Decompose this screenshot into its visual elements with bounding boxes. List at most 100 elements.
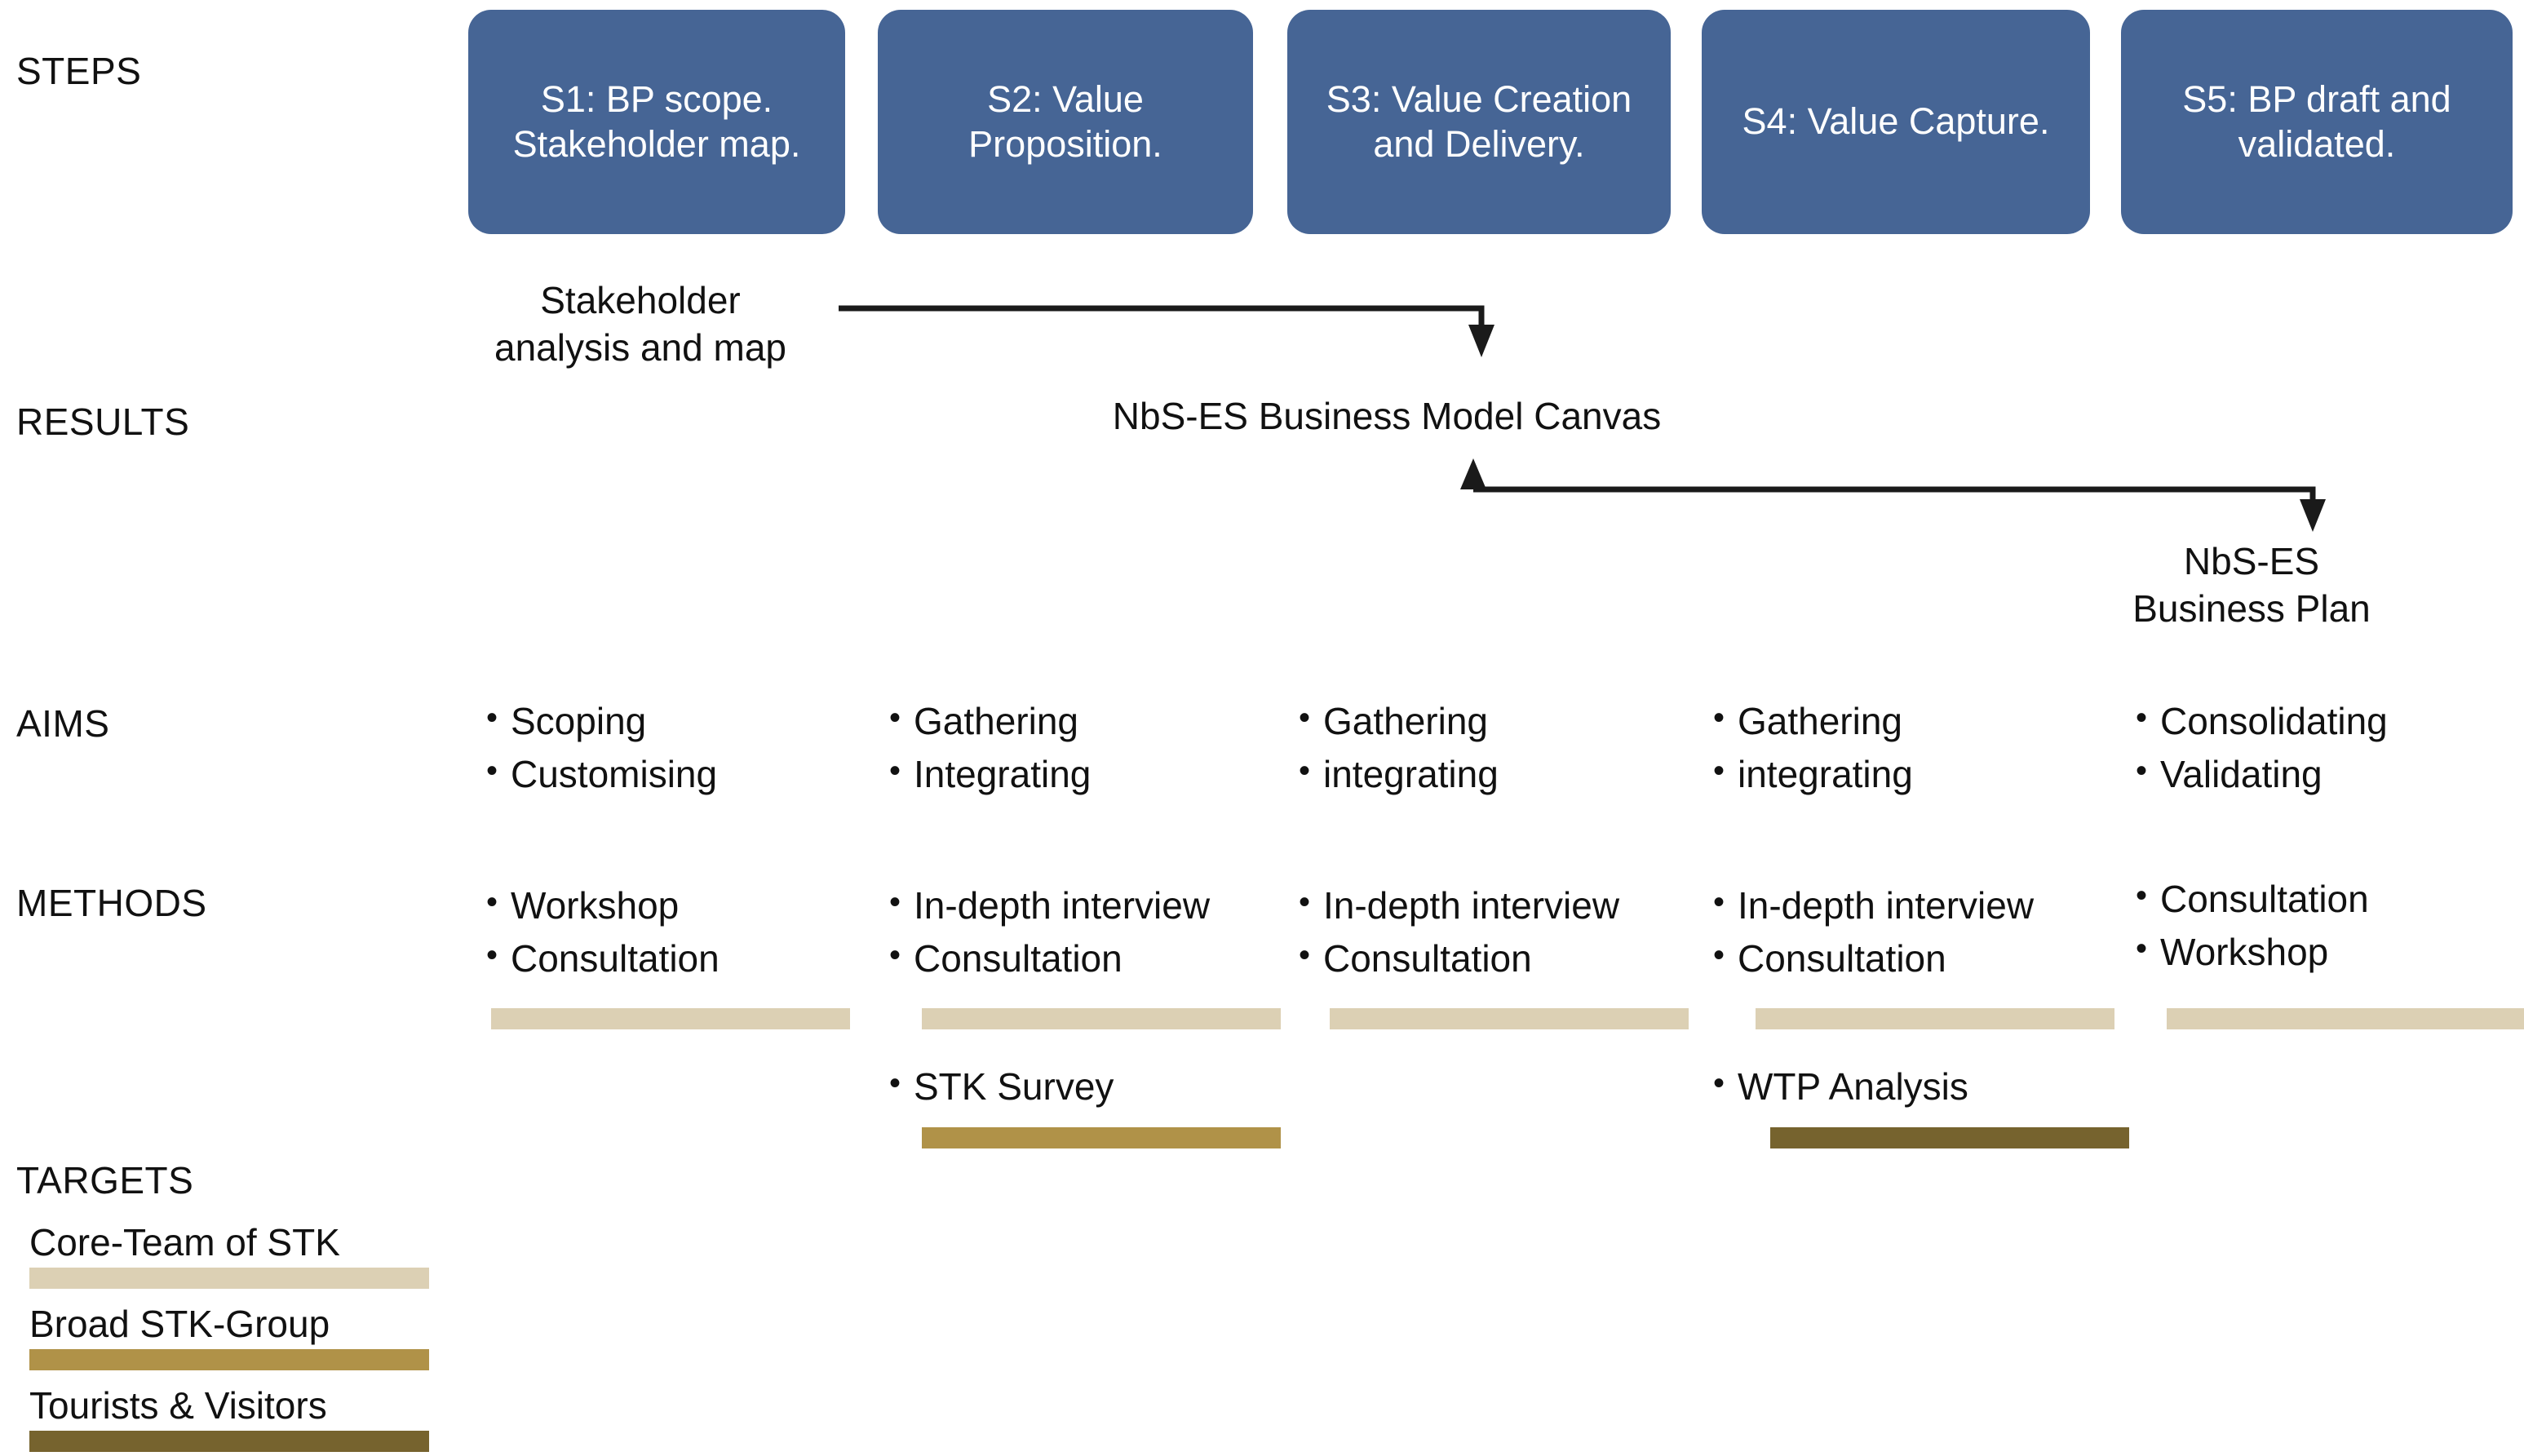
legend-item-core-team-label: Core-Team of STK (29, 1221, 340, 1263)
bullet-icon: • (1299, 884, 1311, 920)
legend-swatch-core-team (29, 1268, 429, 1289)
result-stakeholder-map: Stakeholder analysis and map (494, 279, 786, 369)
aims-item: • Consolidating (2136, 695, 2388, 748)
bullet-icon: • (486, 753, 498, 790)
step-box-s5[interactable]: S5: BP draft and validated. (2121, 10, 2513, 234)
methods-extra-item-label: STK Survey (914, 1065, 1114, 1108)
methods-item: • Consultation (1299, 932, 1619, 985)
methods-item: • In-depth interview (1713, 879, 2034, 932)
methods-extra-column-4: • WTP Analysis (1713, 1060, 1968, 1113)
bullet-icon: • (486, 937, 498, 974)
aims-column-1: • Scoping • Customising (486, 695, 717, 802)
result-business-model-canvas: NbS-ES Business Model Canvas (1112, 395, 1662, 437)
bullet-icon: • (1299, 753, 1311, 790)
legend-item-tourists: Tourists & Visitors (29, 1387, 429, 1452)
bullet-icon: • (2136, 753, 2148, 790)
row-label-targets: TARGETS (16, 1159, 194, 1202)
legend-item-tourists-label: Tourists & Visitors (29, 1384, 327, 1427)
methods-item: • In-depth interview (1299, 879, 1619, 932)
row-label-results: RESULTS (16, 401, 190, 443)
bullet-icon: • (889, 1065, 901, 1101)
step-box-s2-label: S2: Value Proposition. (968, 77, 1162, 165)
methods-item-label: In-depth interview (914, 884, 1211, 927)
aims-item-label: Gathering (914, 700, 1079, 742)
aims-item-label: Gathering (1738, 700, 1903, 742)
aims-item-label: integrating (1323, 753, 1499, 796)
methods-column-5: • Consultation • Workshop (2136, 873, 2369, 980)
bullet-icon: • (2136, 878, 2148, 914)
aims-item: • Validating (2136, 748, 2388, 801)
aims-item: • Gathering (889, 695, 1091, 748)
step-box-s3[interactable]: S3: Value Creation and Delivery. (1287, 10, 1671, 234)
methods-bar-tourists-wtp-analysis (1770, 1127, 2129, 1148)
methods-item-label: Consultation (914, 937, 1123, 980)
aims-column-4: • Gathering • integrating (1713, 695, 1913, 802)
bullet-icon: • (889, 700, 901, 736)
bullet-icon: • (1299, 937, 1311, 974)
bullet-icon: • (486, 884, 498, 920)
aims-item-label: integrating (1738, 753, 1913, 796)
bullet-icon: • (889, 937, 901, 974)
methods-column-2: • In-depth interview • Consultation (889, 879, 1210, 986)
methods-item-label: Consultation (511, 937, 720, 980)
legend-item-core-team: Core-Team of STK (29, 1224, 429, 1289)
aims-item: • integrating (1713, 748, 1913, 801)
bullet-icon: • (1713, 700, 1725, 736)
methods-item-label: In-depth interview (1738, 884, 2035, 927)
bullet-icon: • (1713, 884, 1725, 920)
arrow-stakeholder-to-canvas (839, 305, 1494, 357)
bullet-icon: • (2136, 700, 2148, 736)
methods-item: • In-depth interview (889, 879, 1210, 932)
bullet-icon: • (1713, 1065, 1725, 1101)
methods-item-label: Consultation (1738, 937, 1946, 980)
legend-swatch-tourists (29, 1431, 429, 1452)
bullet-icon: • (1713, 937, 1725, 974)
methods-column-1: • Workshop • Consultation (486, 879, 720, 986)
aims-item: • Gathering (1713, 695, 1913, 748)
bullet-icon: • (889, 753, 901, 790)
step-box-s4-label: S4: Value Capture. (1742, 100, 2050, 143)
legend-item-broad-group: Broad STK-Group (29, 1305, 429, 1370)
methods-bar-core-team-3 (1330, 1008, 1689, 1029)
step-box-s2[interactable]: S2: Value Proposition. (878, 10, 1253, 234)
step-box-s5-label: S5: BP draft and validated. (2182, 77, 2451, 165)
aims-item-label: Gathering (1323, 700, 1489, 742)
methods-bar-broad-group-stk-survey (922, 1127, 1281, 1148)
methods-item: • Consultation (486, 932, 720, 985)
step-box-s1[interactable]: S1: BP scope. Stakeholder map. (468, 10, 845, 234)
legend-item-broad-group-label: Broad STK-Group (29, 1303, 330, 1345)
aims-item: • Integrating (889, 748, 1091, 801)
aims-item-label: Validating (2160, 753, 2323, 796)
aims-item: • Gathering (1299, 695, 1499, 748)
methods-extra-item-label: WTP Analysis (1738, 1065, 1968, 1108)
methods-item-label: Consultation (2160, 878, 2369, 920)
methods-item: • Workshop (2136, 926, 2369, 979)
methods-item: • Consultation (2136, 873, 2369, 926)
aims-item-label: Scoping (511, 700, 647, 742)
row-label-steps: STEPS (16, 50, 142, 92)
methods-item: • Consultation (1713, 932, 2034, 985)
methods-item-label: Consultation (1323, 937, 1532, 980)
step-box-s3-label: S3: Value Creation and Delivery. (1326, 77, 1632, 165)
methods-bar-core-team-2 (922, 1008, 1281, 1029)
aims-item-label: Customising (511, 753, 718, 796)
bullet-icon: • (1299, 700, 1311, 736)
bullet-icon: • (1713, 753, 1725, 790)
aims-column-3: • Gathering • integrating (1299, 695, 1499, 802)
methods-column-3: • In-depth interview • Consultation (1299, 879, 1619, 986)
arrow-canvas-to-business-plan (1460, 458, 2326, 532)
row-label-methods: METHODS (16, 882, 207, 924)
methods-item: • Consultation (889, 932, 1210, 985)
methods-extra-item: • STK Survey (889, 1060, 1114, 1113)
step-box-s4[interactable]: S4: Value Capture. (1702, 10, 2090, 234)
aims-column-2: • Gathering • Integrating (889, 695, 1091, 802)
bullet-icon: • (889, 884, 901, 920)
methods-extra-item: • WTP Analysis (1713, 1060, 1968, 1113)
bullet-icon: • (2136, 931, 2148, 967)
aims-item: • Customising (486, 748, 717, 801)
aims-item-label: Integrating (914, 753, 1092, 796)
methods-bar-core-team-4 (1756, 1008, 2114, 1029)
methods-extra-column-2: • STK Survey (889, 1060, 1114, 1113)
step-box-s1-label: S1: BP scope. Stakeholder map. (512, 77, 801, 165)
aims-item: • Scoping (486, 695, 717, 748)
